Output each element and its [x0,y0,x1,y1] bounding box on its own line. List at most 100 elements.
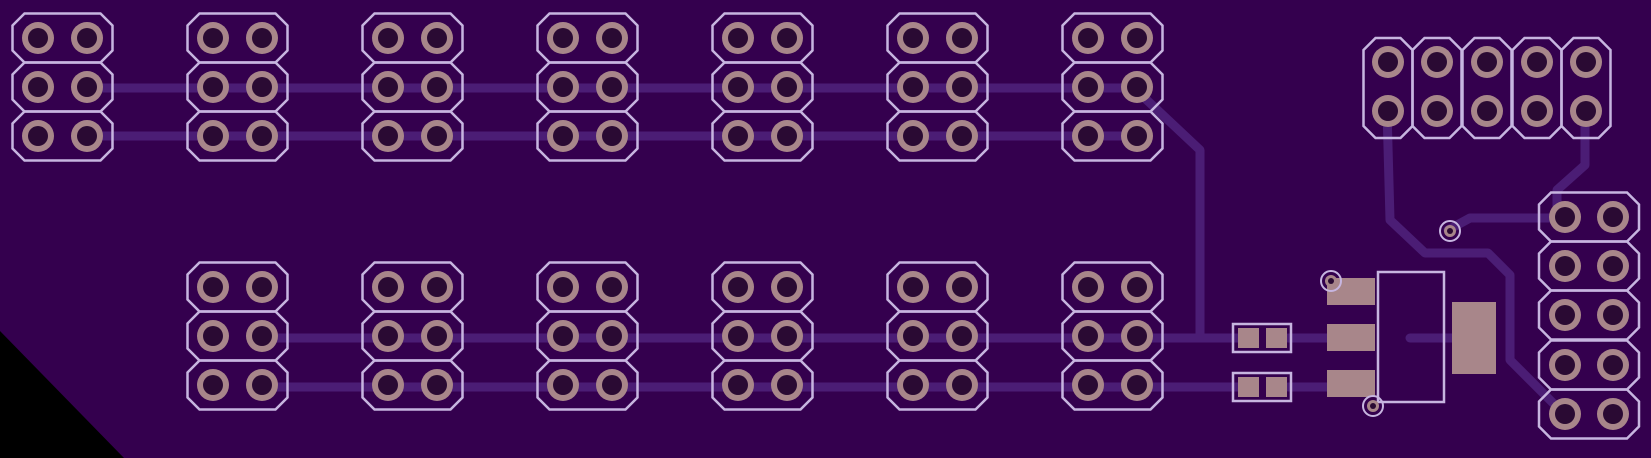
top-header-7-pad-6-drill [1127,126,1147,146]
top-header-1-pad-2 [71,22,103,54]
top-header-6-pad-2 [946,22,978,54]
bottom-header-1-pad-5-drill [203,375,223,395]
top-header-5-pad-5 [722,120,754,152]
top-header-1-pad-6-drill [77,126,97,146]
right-header-pad-10 [1597,398,1629,430]
top-header-2-pad-5-drill [203,126,223,146]
top-header-6-pad-4 [946,71,978,103]
bottom-header-1-pad-3-drill [203,326,223,346]
bottom-header-6-silk-row-3 [1061,359,1164,411]
via-3-drill [1447,228,1453,234]
top-right-header-pad-6-drill [1477,101,1497,121]
bottom-header-5-pad-2 [946,271,978,303]
bottom-header-5-pad-3-drill [903,326,923,346]
top-header-4-pad-1-drill [553,28,573,48]
right-header-pad-8 [1597,349,1629,381]
top-header-5-pad-4-drill [777,77,797,97]
top-header-5-pad-1 [722,22,754,54]
bottom-header-4-pad-4-drill [777,326,797,346]
top-header-6-pad-5-drill [903,126,923,146]
top-header-6-pad-5 [897,120,929,152]
bottom-header-5-pad-6 [946,369,978,401]
bottom-header-2-pad-6-drill [427,375,447,395]
top-header-2-pad-5 [197,120,229,152]
right-header-pad-6-drill [1603,305,1623,325]
bottom-header-3-pad-3 [547,320,579,352]
regulator-silk [1376,270,1446,404]
top-header-3-pad-2 [421,22,453,54]
top-header-2-pad-2 [246,22,278,54]
bottom-header-4-pad-6-drill [777,375,797,395]
top-header-3-pad-3-drill [378,77,398,97]
bottom-header-1-silk-row-3 [186,359,289,411]
bottom-header-5-pad-4 [946,320,978,352]
top-header-5-pad-6-drill [777,126,797,146]
bottom-header-5-pad-4-drill [952,326,972,346]
bottom-header-3-pad-1 [547,271,579,303]
top-header-6-pad-6-drill [952,126,972,146]
top-right-header-pad-4 [1421,95,1453,127]
bottom-header-1-pad-3 [197,320,229,352]
top-right-header-pad-3 [1421,46,1453,78]
top-header-5-pad-2-drill [777,28,797,48]
top-header-7-pad-4 [1121,71,1153,103]
top-header-4-pad-1 [547,22,579,54]
bottom-header-2-pad-5 [372,369,404,401]
bottom-header-4-pad-4 [771,320,803,352]
bottom-header-3-pad-1-drill [553,277,573,297]
trace-9 [1443,213,1562,235]
top-header-2-pad-3 [197,71,229,103]
bottom-header-3-pad-2 [596,271,628,303]
top-right-header-pad-10 [1570,95,1602,127]
top-header-5-silk-row-3 [711,110,814,162]
top-header-2-silk-row-3 [186,110,289,162]
top-header-3-pad-5-drill [378,126,398,146]
top-right-header-pad-7 [1521,46,1553,78]
bottom-header-6-pad-2 [1121,271,1153,303]
top-right-header-silk-col-3 [1461,36,1513,140]
bottom-header-4-pad-2-drill [777,277,797,297]
resistor-1-silk [1231,322,1293,354]
top-right-header-silk-col-4 [1511,36,1563,140]
top-header-1-pad-1-drill [28,28,48,48]
top-right-header-pad-8 [1521,95,1553,127]
top-header-7-pad-2 [1121,22,1153,54]
bottom-header-5-pad-1-drill [903,277,923,297]
top-header-7-pad-4-drill [1127,77,1147,97]
via-1 [1320,270,1342,292]
right-header-pad-1 [1549,201,1581,233]
bottom-header-6-pad-4-drill [1127,326,1147,346]
bottom-header-1-pad-4 [246,320,278,352]
bottom-header-5-pad-3 [897,320,929,352]
top-header-1-silk-row-3 [11,110,114,162]
bottom-header-6-pad-4 [1121,320,1153,352]
top-right-header-silk-col-1 [1362,36,1414,140]
top-right-header-pad-5 [1471,46,1503,78]
top-header-1-pad-4 [71,71,103,103]
top-header-3-pad-4-drill [427,77,447,97]
right-header-pad-3-drill [1555,256,1575,276]
right-header-pad-1-drill [1555,207,1575,227]
bottom-header-3-pad-5-drill [553,375,573,395]
top-header-5-pad-6 [771,120,803,152]
bottom-header-2-pad-4-drill [427,326,447,346]
top-right-header-pad-1 [1372,46,1404,78]
bottom-header-6-pad-5 [1072,369,1104,401]
via-2 [1362,395,1384,417]
top-header-4-pad-4 [596,71,628,103]
top-header-1-pad-2-drill [77,28,97,48]
top-header-7-pad-5 [1072,120,1104,152]
bottom-header-5-pad-1 [897,271,929,303]
regulator-pad-2 [1327,324,1375,351]
bottom-header-4-pad-1 [722,271,754,303]
bottom-header-2-silk-row-3 [361,359,464,411]
bottom-header-6-pad-1-drill [1078,277,1098,297]
bottom-header-6-pad-2-drill [1127,277,1147,297]
top-header-5-pad-3 [722,71,754,103]
top-header-4-pad-6-drill [602,126,622,146]
bottom-header-2-pad-2-drill [427,277,447,297]
top-header-4-pad-3-drill [553,77,573,97]
top-right-header-pad-2 [1372,95,1404,127]
